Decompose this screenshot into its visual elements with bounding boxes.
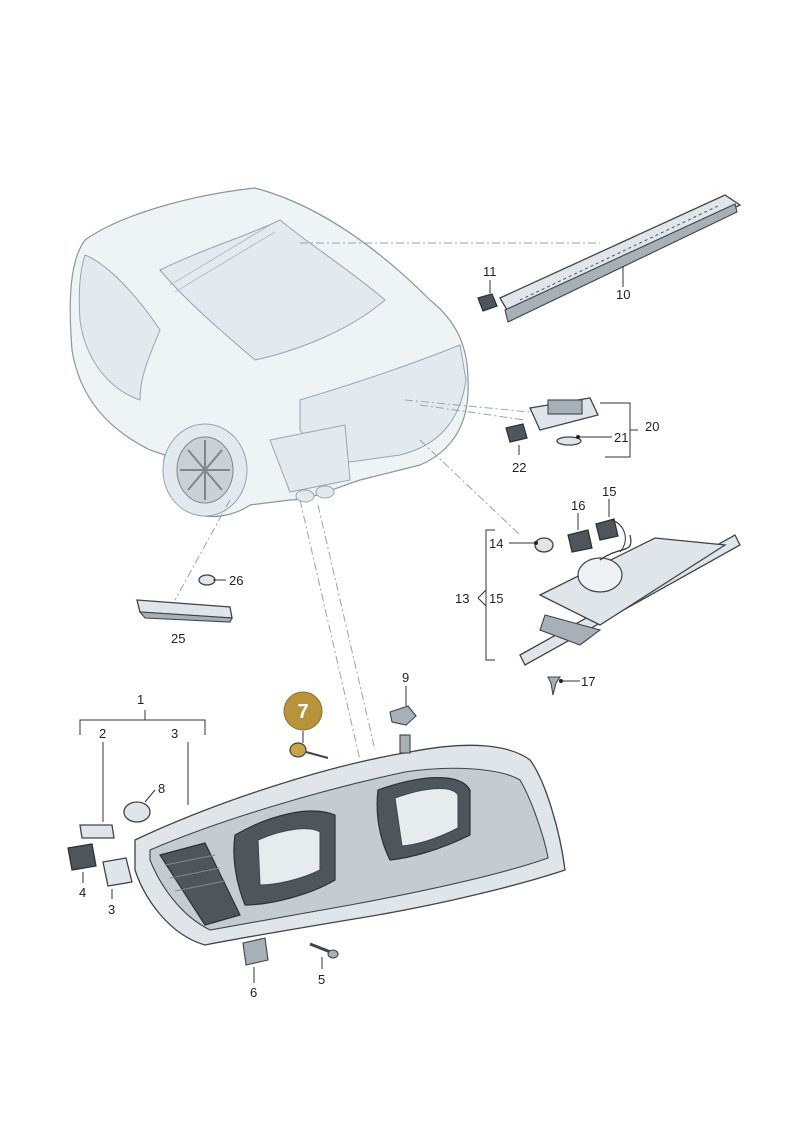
leader-lines (174, 242, 600, 761)
part-8-grommet[interactable] (123, 801, 151, 823)
callout-16[interactable]: 16 (571, 498, 585, 513)
part-3-socket[interactable] (102, 857, 133, 887)
part-4-socket[interactable] (67, 843, 97, 871)
callout-26[interactable]: 26 (229, 573, 243, 588)
part-7-nut[interactable] (289, 742, 329, 759)
part-17-screw[interactable] (547, 676, 562, 696)
part-25-side-marker[interactable] (136, 599, 233, 623)
highlight-badge-label: 7 (297, 701, 308, 723)
part-9-nut[interactable] (389, 705, 417, 754)
part-11-connector[interactable] (477, 280, 498, 312)
callout-22[interactable]: 22 (512, 460, 526, 475)
callout-21[interactable]: 21 (614, 430, 628, 445)
callout-17[interactable]: 17 (581, 674, 595, 689)
callout-25[interactable]: 25 (171, 631, 185, 646)
callout-4[interactable]: 4 (79, 885, 86, 900)
callout-labels: 10 11 20 21 22 16 15 14 13 15 17 26 25 9… (79, 264, 659, 1000)
car-rear-illustration (69, 187, 469, 518)
part-26-bulb[interactable] (198, 574, 216, 586)
part-10-brake-light-strip[interactable] (499, 194, 742, 323)
callout-5[interactable]: 5 (318, 972, 325, 987)
callout-10[interactable]: 10 (616, 287, 630, 302)
callout-14[interactable]: 14 (489, 536, 503, 551)
callout-11[interactable]: 11 (483, 264, 497, 279)
part-6-clip[interactable] (242, 937, 269, 966)
callout-15b[interactable]: 15 (489, 591, 503, 606)
callout-3[interactable]: 3 (171, 726, 178, 741)
part-5-screw[interactable] (309, 942, 339, 959)
part-1-tail-light[interactable] (134, 744, 566, 946)
part-13-rear-light-assembly[interactable] (519, 534, 741, 666)
highlight-badge-circle (283, 691, 323, 731)
part-14-bulb[interactable] (534, 537, 554, 553)
callout-lines (79, 266, 638, 983)
callout-13[interactable]: 13 (455, 591, 469, 606)
part-16-bulb-socket[interactable] (567, 529, 593, 553)
highlight-badge-7[interactable]: 7 (283, 691, 323, 731)
callout-8[interactable]: 8 (158, 781, 165, 796)
callout-1[interactable]: 1 (137, 692, 144, 707)
callout-6[interactable]: 6 (250, 985, 257, 1000)
part-2-bulb[interactable] (79, 824, 115, 839)
part-20-license-light[interactable] (505, 397, 599, 446)
callout-2[interactable]: 2 (99, 726, 106, 741)
part-15-wiring-connector[interactable] (595, 518, 626, 553)
callout-15a[interactable]: 15 (602, 484, 616, 499)
callout-9[interactable]: 9 (402, 670, 409, 685)
callout-3b[interactable]: 3 (108, 902, 115, 917)
callout-20[interactable]: 20 (645, 419, 659, 434)
